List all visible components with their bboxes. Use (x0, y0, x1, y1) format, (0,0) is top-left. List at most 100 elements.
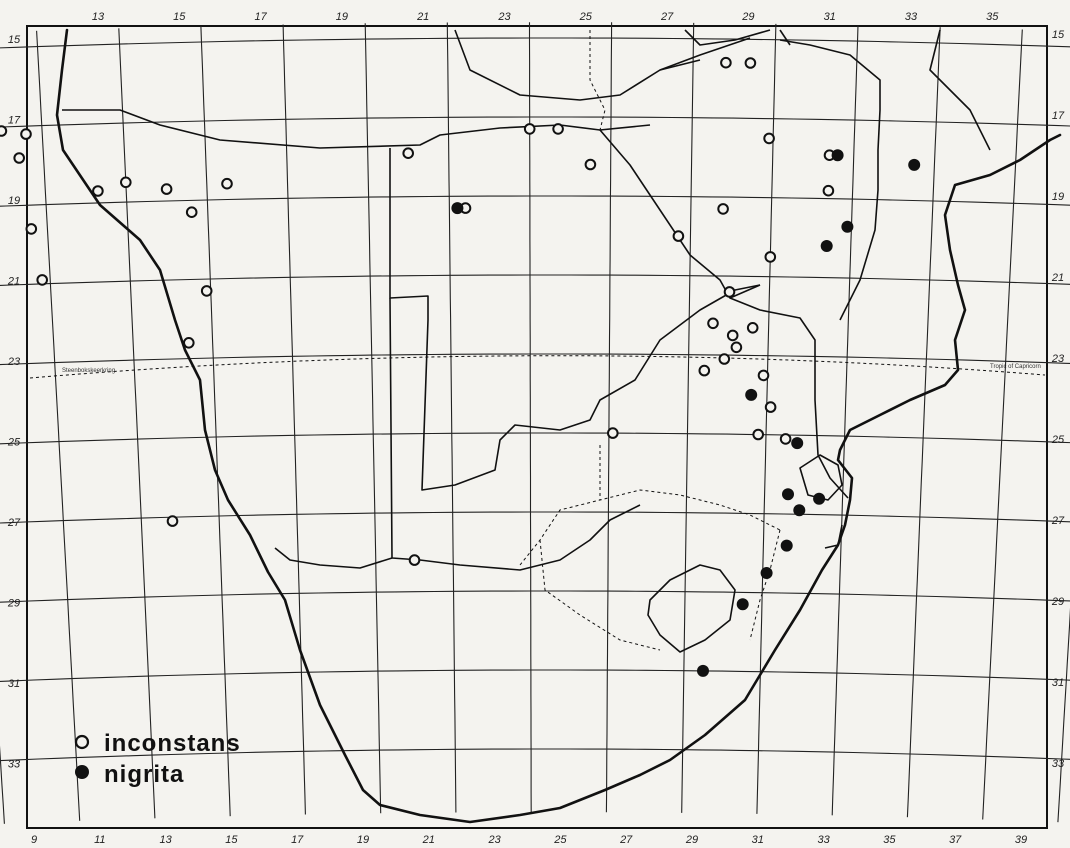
graticule-label: 17 (1052, 110, 1065, 122)
graticule-label: 33 (817, 834, 830, 846)
graticule (0, 22, 1070, 824)
record-inconstans (822, 184, 835, 197)
graticule-label: 27 (1051, 515, 1065, 527)
graticule-label: 31 (752, 834, 764, 846)
graticule-label: 17 (8, 115, 21, 127)
record-inconstans (607, 427, 619, 439)
record-nigrita (451, 202, 464, 215)
record-inconstans (764, 251, 777, 263)
graticule-label: 19 (8, 195, 20, 207)
graticule-label: 27 (7, 517, 21, 529)
record-inconstans (746, 322, 759, 334)
record-inconstans (698, 364, 711, 377)
graticule-labels: 9 11 13 15 17 19 21 23 25 27 29 31 33 35 37 39 13 15 17 19 2… (7, 11, 1065, 846)
legend: inconstans nigrita (74, 730, 241, 788)
graticule-label: 19 (1052, 191, 1064, 203)
graticule-label: 31 (824, 11, 836, 23)
graticule-label: 29 (685, 834, 698, 846)
record-inconstans (744, 57, 757, 69)
record-nigrita (813, 492, 826, 505)
graticule-label: 25 (1051, 434, 1065, 446)
record-inconstans (726, 329, 739, 342)
graticule-label: 11 (94, 834, 105, 846)
graticule-label: 33 (1052, 758, 1065, 770)
record-nigrita (745, 388, 758, 401)
record-nigrita (793, 504, 806, 517)
meridian-line (681, 22, 695, 813)
legend-label-nigrita: nigrita (104, 761, 184, 788)
graticule-label: 21 (7, 276, 20, 288)
graticule-label: 39 (1015, 834, 1027, 846)
meridian-line (906, 27, 941, 818)
graticule-label: 13 (92, 11, 105, 23)
graticule-label: 37 (949, 834, 962, 846)
record-inconstans (20, 128, 32, 140)
meridian-line (200, 26, 231, 817)
parallel-line (0, 511, 1070, 524)
record-inconstans (730, 341, 743, 354)
record-inconstans (36, 274, 49, 286)
graticule-label: 23 (497, 11, 511, 23)
record-inconstans (0, 125, 8, 137)
record-inconstans (200, 285, 213, 297)
graticule-label: 17 (291, 834, 304, 846)
graticule-label: 15 (225, 834, 238, 846)
graticule-label: 23 (1051, 353, 1065, 365)
meridian-line (756, 23, 777, 814)
record-inconstans (120, 176, 132, 189)
record-nigrita (697, 664, 709, 677)
legend-label-inconstans: inconstans (104, 730, 241, 757)
record-inconstans (408, 554, 421, 566)
graticule-label: 35 (883, 834, 896, 846)
record-nigrita (820, 240, 833, 252)
parallel-line (0, 748, 1070, 762)
record-inconstans (672, 230, 685, 242)
record-inconstans (584, 158, 597, 171)
meridian-line (1057, 607, 1070, 823)
record-nigrita (736, 598, 749, 611)
record-inconstans (717, 203, 729, 215)
graticule-label: 29 (1051, 596, 1064, 608)
graticule-label: 25 (553, 834, 567, 846)
graticule-label: 29 (7, 598, 20, 610)
meridian-line (605, 22, 613, 813)
meridian-line (282, 24, 306, 815)
meridian-line (446, 22, 457, 813)
record-inconstans (25, 223, 38, 235)
graticule-label: 31 (8, 678, 20, 690)
parallel-line (0, 669, 1070, 682)
record-inconstans (221, 177, 233, 190)
graticule-label: 19 (357, 834, 369, 846)
record-inconstans (183, 337, 195, 349)
map-frame (26, 25, 1048, 829)
record-inconstans (92, 185, 104, 197)
parallel-line (0, 590, 1070, 603)
record-inconstans (752, 428, 765, 441)
graticule-label: 33 (8, 759, 21, 771)
graticule-label: 9 (31, 834, 37, 846)
record-nigrita (782, 488, 794, 501)
record-inconstans (185, 206, 198, 218)
province-borders (519, 30, 781, 651)
graticule-label: 17 (254, 11, 267, 23)
record-inconstans (552, 123, 564, 135)
record-inconstans (160, 183, 173, 195)
tropic-label-right: Tropic of Capricorn (990, 364, 1041, 370)
record-nigrita (791, 437, 804, 450)
graticule-label: 25 (579, 11, 593, 23)
country-borders (62, 29, 991, 653)
record-inconstans (779, 433, 792, 445)
graticule-label: 27 (660, 11, 674, 23)
meridian-line (528, 22, 532, 813)
parallel-line (0, 353, 1070, 366)
record-inconstans (166, 515, 179, 527)
graticule-label: 13 (159, 834, 172, 846)
graticule-label: 21 (1051, 272, 1064, 284)
coastline (55, 28, 1062, 824)
graticule-label: 29 (741, 11, 754, 23)
graticule-label: 21 (416, 11, 429, 23)
parallel-line (0, 274, 1070, 286)
graticule-label: 15 (8, 34, 21, 46)
legend-open-circle-symbol (74, 734, 90, 750)
